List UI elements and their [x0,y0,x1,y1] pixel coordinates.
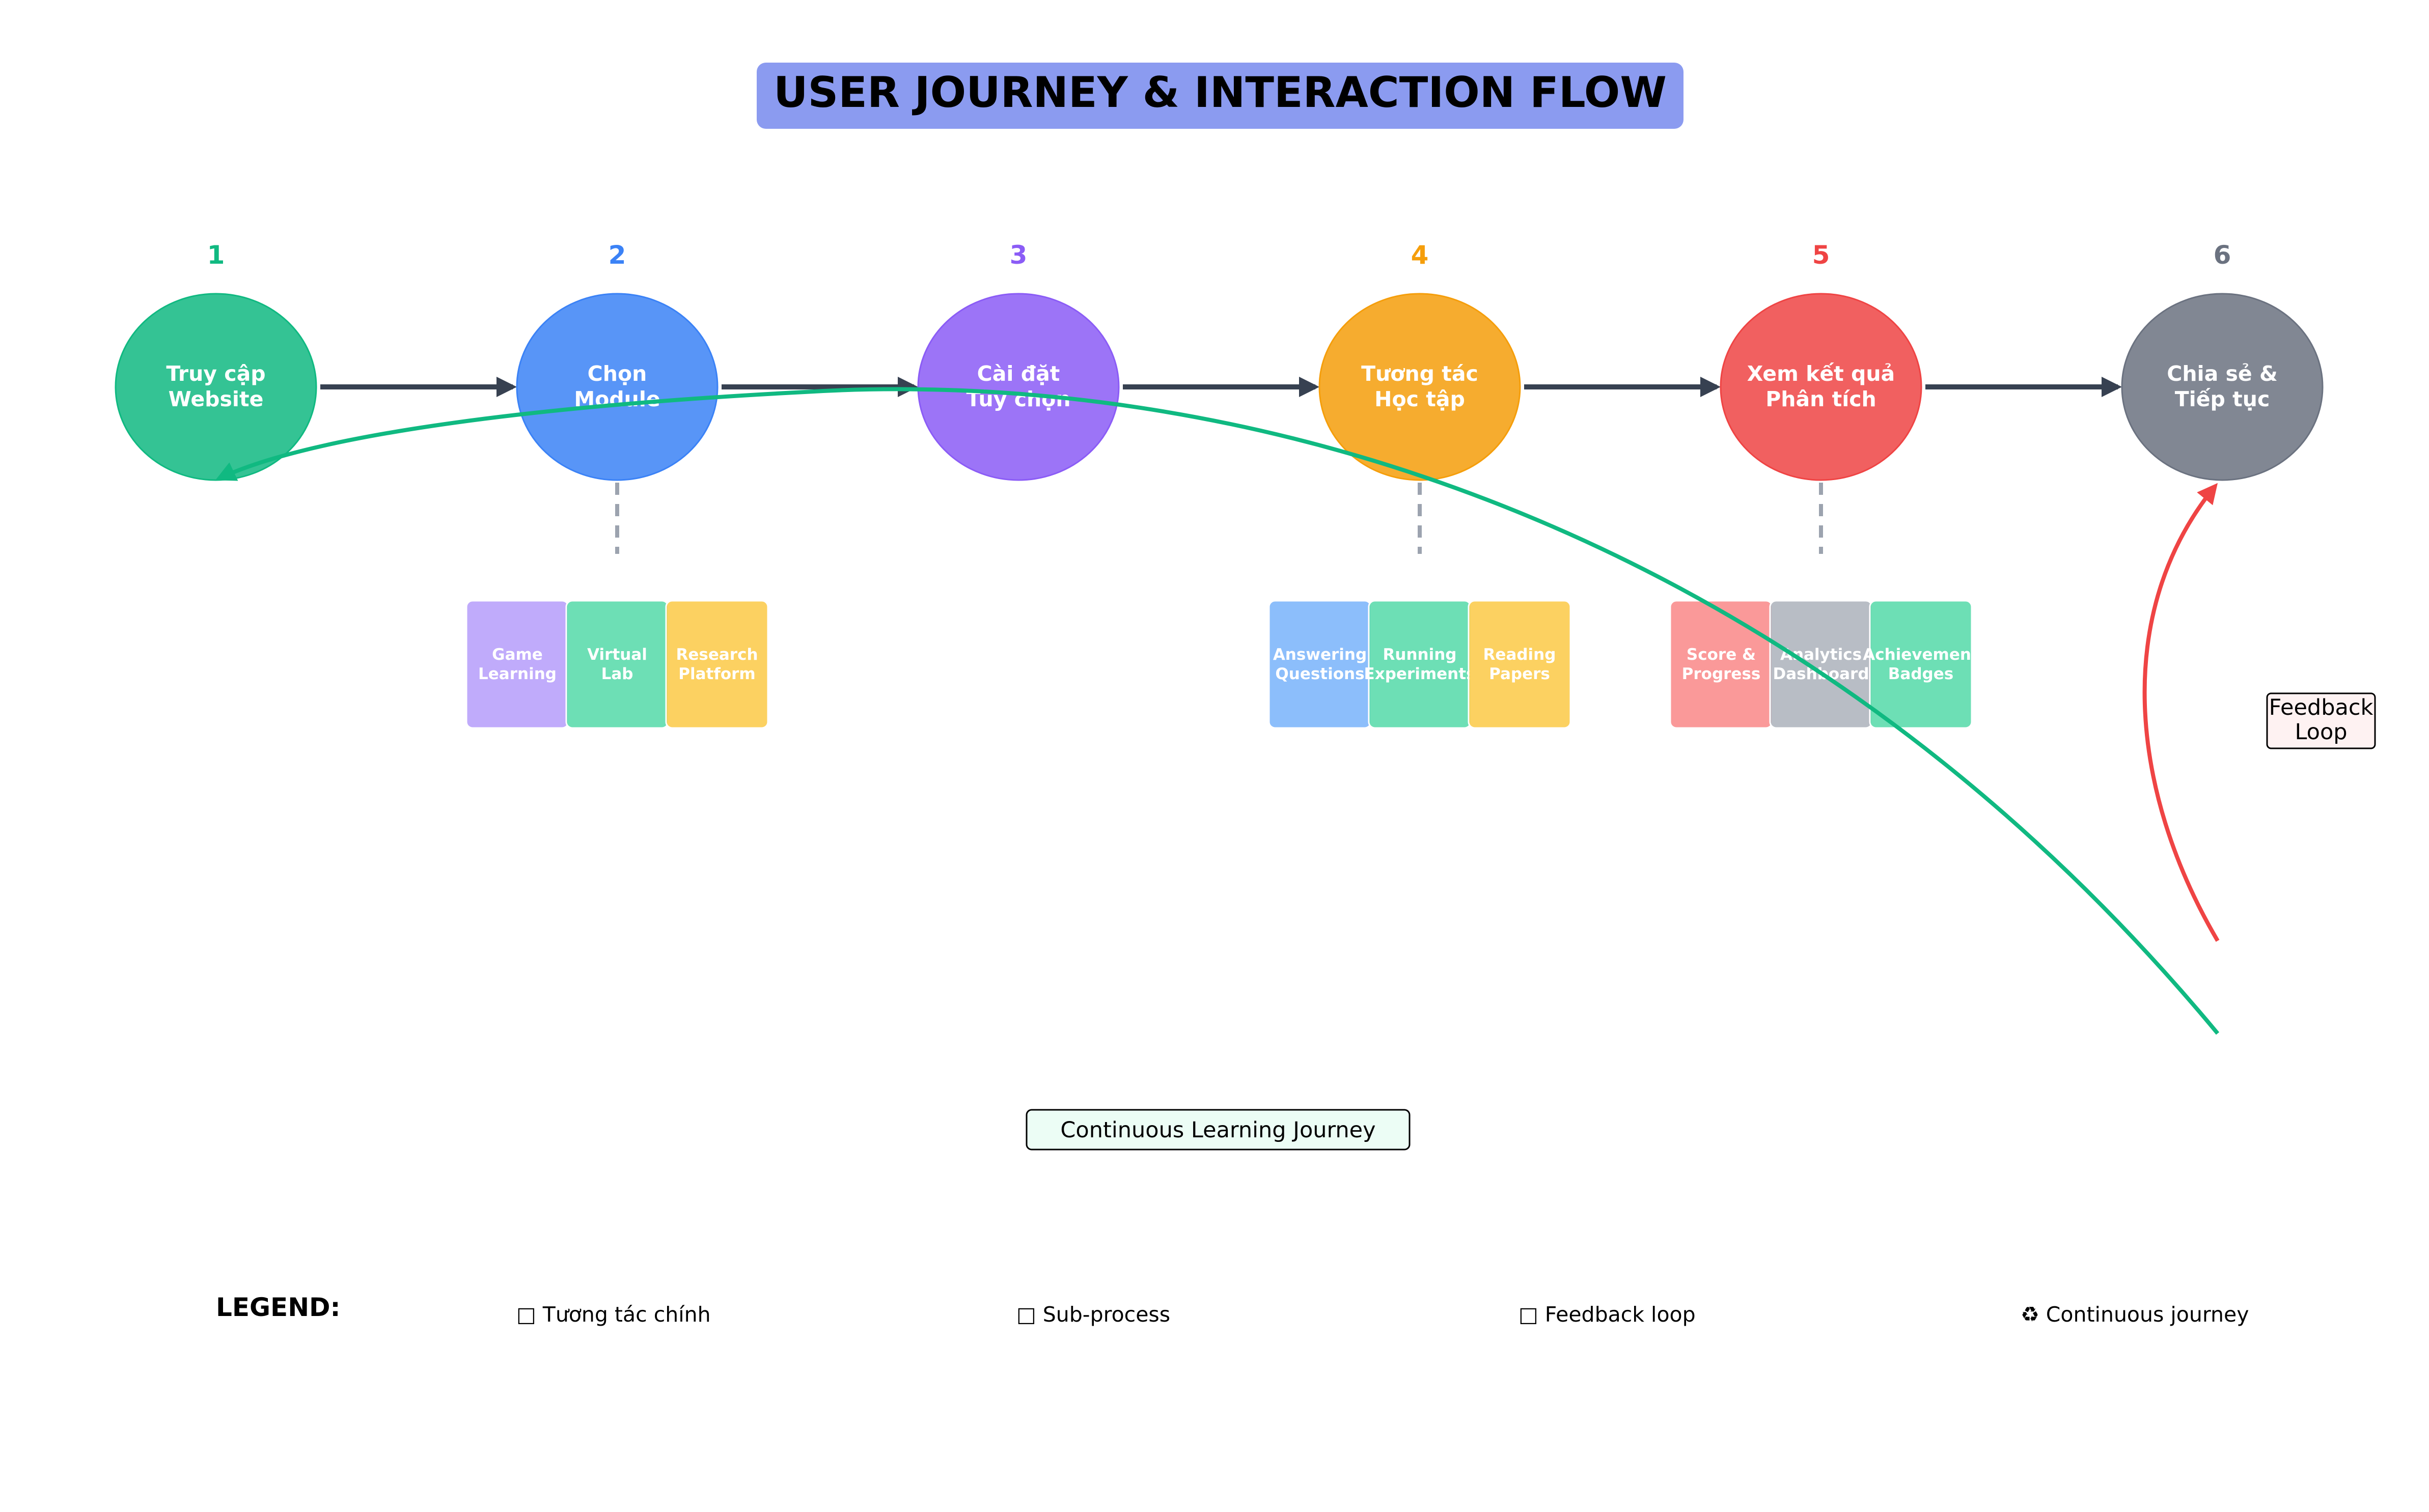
continuous-journey-text: Continuous Learning Journey [1060,1117,1375,1143]
subprocess-box-bg [565,600,669,729]
legend-heading: LEGEND: [216,1293,341,1322]
subprocess-box-bg [665,600,769,729]
step-label-line1: Xem kết quả [1747,361,1895,386]
step-number: 6 [2214,240,2231,270]
subprocess-label-line1: Reading [1483,646,1556,664]
subprocess-box-bg [1869,600,1973,729]
step-label-line1: Chia sẻ & [2167,361,2278,386]
subprocess-groups: GameLearningVirtualLabResearchPlatformAn… [465,600,1979,729]
subprocess-box-bg [1468,600,1571,729]
subprocess-label-line1: Score & [1687,646,1756,664]
step-label-line1: Truy cập [166,361,265,386]
subprocess-label-line1: Answering [1273,646,1367,664]
legend-item-main-interaction: □ Tương tác chính [516,1302,711,1327]
subprocess-label-line1: Virtual [587,646,647,664]
step-number: 2 [609,240,626,270]
legend: LEGEND: □ Tương tác chính □ Sub-process … [216,1293,2249,1327]
continuous-journey-curve [215,387,2220,1035]
legend-item-continuous-journey: ♻ Continuous journey [2021,1302,2249,1327]
step-label-line2: Phân tích [1765,387,1876,411]
step-node-circle[interactable] [1318,293,1521,481]
step-label-line2: Tiếp tục [2175,387,2270,411]
feedback-loop-line1: Feedback [2269,695,2373,720]
subprocess-label-line2: Badges [1888,665,1953,683]
step-number: 5 [1812,240,1830,270]
continuous-journey-label: Continuous Learning Journey [1026,1109,1411,1151]
step-label-line2: Học tập [1374,387,1465,411]
subprocess-box-bg [1268,600,1372,729]
step-node-circle[interactable] [2121,293,2324,481]
step-label-line1: Chọn [588,361,647,386]
step-label-line1: Cài đặt [977,361,1060,386]
subprocess-label-line2: Papers [1489,665,1550,683]
subprocess-box[interactable]: Score &Progress [1669,600,1773,729]
step-label-line1: Tương tác [1361,361,1478,386]
feedback-loop-curve [2142,483,2220,942]
subprocess-box-bg [465,600,569,729]
step-label-line2: Website [169,387,264,411]
subprocess-box-bg [1368,600,1472,729]
subprocess-label-line1: Achievement [1863,646,1979,664]
subprocess-label-line1: Research [676,646,758,664]
subprocess-label-line2: Learning [478,665,557,683]
feedback-loop-label: Feedback Loop [2266,692,2376,749]
subprocess-label-line2: Lab [601,665,633,683]
legend-item-sub-process: □ Sub-process [1016,1302,1170,1327]
step-node-circle[interactable] [516,293,719,481]
step-number: 1 [207,240,225,270]
step-number: 3 [1010,240,1028,270]
page-title: USER JOURNEY & INTERACTION FLOW [774,68,1667,117]
step-node-circle[interactable] [917,293,1120,481]
feedback-loop-line2: Loop [2295,719,2347,745]
step-number: 4 [1411,240,1429,270]
step-node-circle[interactable] [1720,293,1922,481]
subprocess-box-bg [1669,600,1773,729]
subprocess-label-line2: Experiments [1364,665,1476,683]
subprocess-connectors [615,483,1823,554]
subprocess-label-line1: Game [492,646,543,664]
subprocess-group-step-4: AnsweringQuestionsRunningExperimentsRead… [1268,600,1571,729]
legend-item-feedback-loop: □ Feedback loop [1519,1302,1696,1327]
subprocess-label-line2: Platform [678,665,755,683]
subprocess-group-step-5: Score &ProgressAnalyticsDashboardAchieve… [1669,600,1979,729]
title-banner: USER JOURNEY & INTERACTION FLOW [757,63,1683,129]
subprocess-label-line1: Running [1383,646,1457,664]
subprocess-label-line2: Progress [1682,665,1761,683]
subprocess-label-line2: Questions [1275,665,1364,683]
subprocess-box-bg [1769,600,1873,729]
